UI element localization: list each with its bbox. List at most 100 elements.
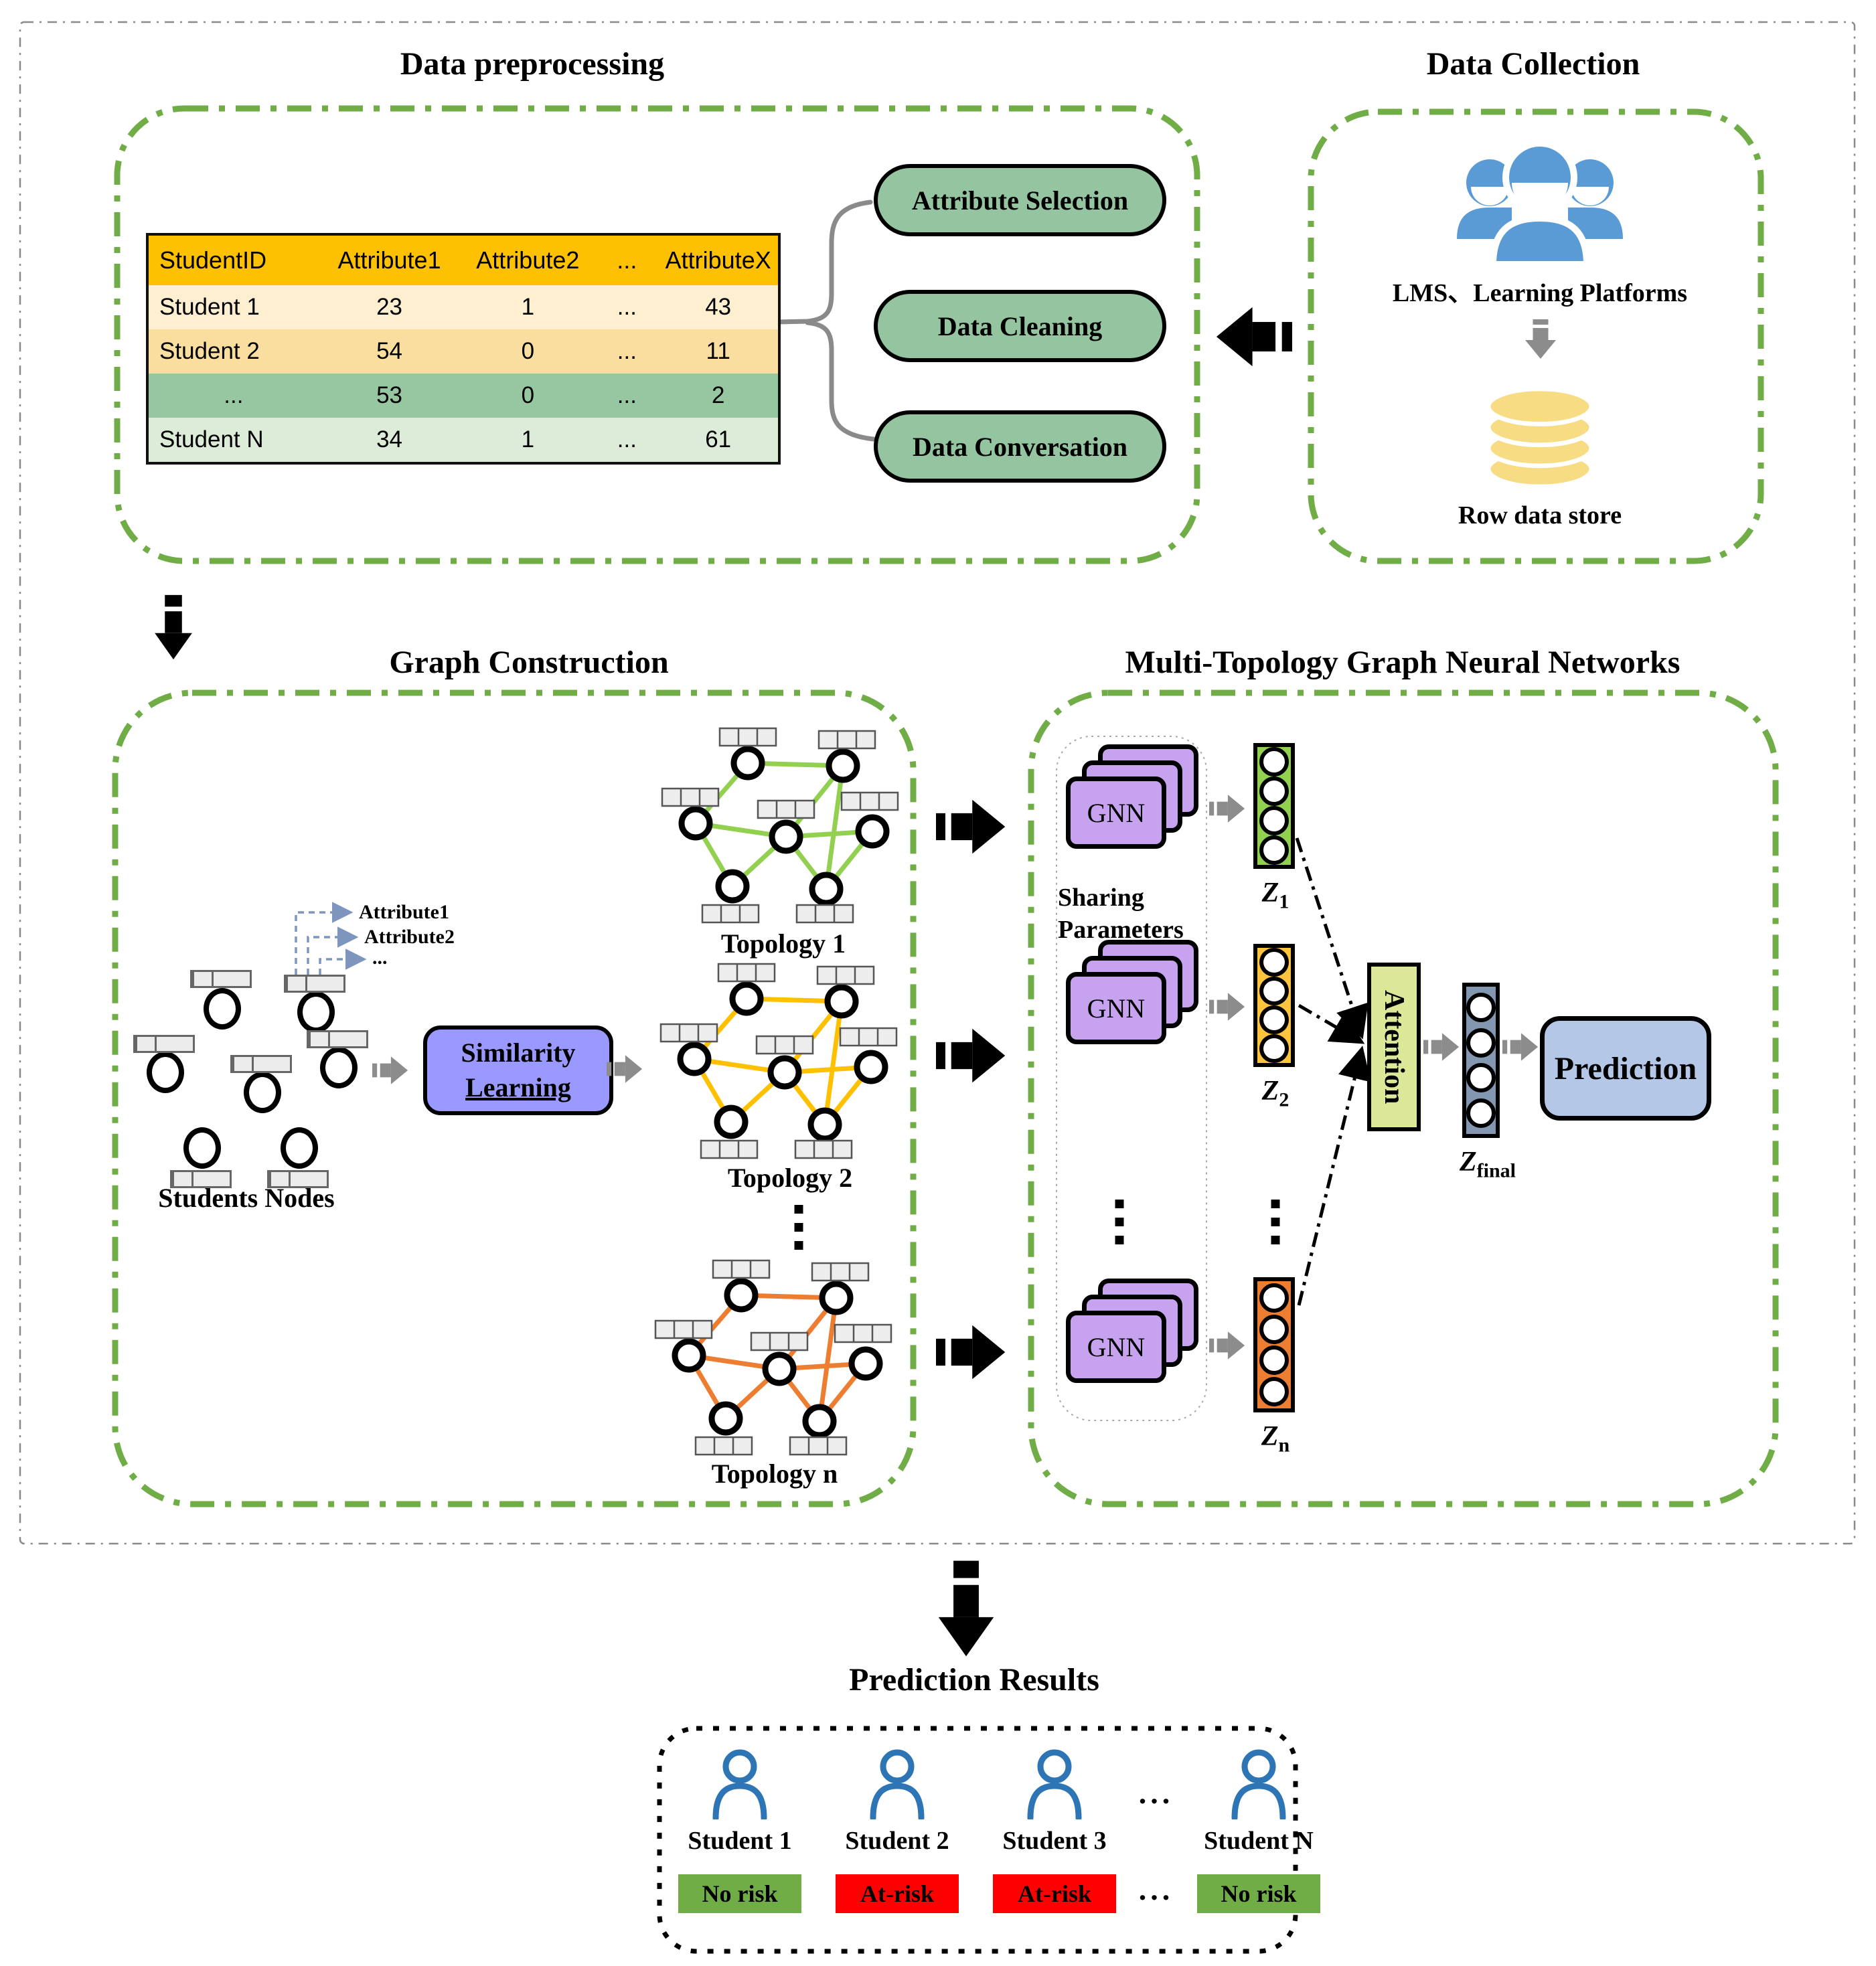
students-dots: ... xyxy=(1138,1776,1174,1810)
z1-label: Z1 xyxy=(1262,877,1289,913)
zfinal-vector xyxy=(1462,983,1500,1138)
result-person-icon xyxy=(1024,1748,1085,1819)
cell: 43 xyxy=(705,294,732,320)
topology-1-graph xyxy=(661,727,899,924)
cell: ... xyxy=(617,382,637,408)
preprocessing-down-arrow-icon xyxy=(154,583,193,671)
similarity-to-topologies-arrow-icon xyxy=(607,1051,643,1087)
attribute2-annotation: Attribute2 xyxy=(364,926,455,948)
zn-vector xyxy=(1253,1277,1295,1412)
gnn-card-front: GNN xyxy=(1066,972,1166,1044)
zfinal-label: Zfinal xyxy=(1460,1146,1516,1182)
student-node xyxy=(147,1052,184,1093)
preprocessing-title: Data preprocessing xyxy=(400,46,665,82)
similarity-line: Similarity xyxy=(461,1038,576,1068)
z-base: Z xyxy=(1459,1147,1477,1177)
data-conversation-pill: Data Conversation xyxy=(874,410,1166,483)
cell: ... xyxy=(617,294,637,320)
prediction-box: Prediction xyxy=(1540,1016,1711,1121)
result-person-icon xyxy=(1228,1748,1289,1819)
attribute-dots-annotation: ... xyxy=(372,947,388,969)
mtgnn-box xyxy=(1028,689,1779,1507)
risk-badge: No risk xyxy=(1197,1874,1320,1913)
cell: 23 xyxy=(376,294,403,320)
cell: ... xyxy=(617,426,637,453)
topologyn-to-gnn-arrow-icon xyxy=(936,1320,1006,1384)
row-data-store-label: Row data store xyxy=(1458,501,1622,529)
cell: Student 2 xyxy=(159,338,260,364)
zn-label: Zn xyxy=(1261,1420,1289,1457)
student-name-label: Student 2 xyxy=(845,1827,949,1855)
cell: ... xyxy=(617,338,637,364)
feature-vector-icon xyxy=(133,1035,195,1053)
feature-vector-icon xyxy=(307,1030,368,1048)
table-row: ... 53 0 ... 2 xyxy=(149,374,778,418)
people-group-icon xyxy=(1453,136,1627,264)
student-node xyxy=(183,1127,221,1169)
gnn-stack: GNN xyxy=(1066,940,1198,1044)
col-header: Attribute2 xyxy=(476,246,580,274)
col-header: StudentID xyxy=(159,246,267,274)
cell: 54 xyxy=(376,338,403,364)
gnn-to-z2-arrow-icon xyxy=(1209,989,1245,1025)
collection-down-arrow-icon xyxy=(1524,310,1557,369)
mtgnn-title: Multi-Topology Graph Neural Networks xyxy=(1125,645,1680,680)
student-name-label: Student 1 xyxy=(688,1827,792,1855)
collection-to-preprocessing-arrow-icon xyxy=(1215,302,1292,372)
graph-construction-box xyxy=(112,689,917,1507)
cell: 0 xyxy=(521,382,535,408)
cell: 1 xyxy=(521,426,535,453)
prediction-results-box xyxy=(657,1726,1298,1954)
topology-nodes xyxy=(672,1278,883,1439)
topology-dots-icon xyxy=(794,1205,803,1250)
z-base: Z xyxy=(1261,878,1279,908)
feature-vector-icon xyxy=(267,1170,329,1188)
gnn-card-front: GNN xyxy=(1066,1311,1166,1383)
student-attribute-table: StudentID Attribute1 Attribute2 ... Attr… xyxy=(146,233,781,465)
gnn-stack: GNN xyxy=(1066,744,1198,849)
lms-platforms-label: LMS、Learning Platforms xyxy=(1392,279,1688,307)
collection-title: Data Collection xyxy=(1426,46,1640,82)
topology-feature-boxes xyxy=(661,727,899,924)
gnn-label: GNN xyxy=(1087,1331,1146,1362)
cell: ... xyxy=(224,382,244,408)
cell: 11 xyxy=(706,338,730,364)
z-sub: 2 xyxy=(1279,1088,1289,1111)
z2-label: Z2 xyxy=(1262,1075,1289,1111)
attribute-selection-pill: Attribute Selection xyxy=(874,164,1166,236)
attention-box: Attention xyxy=(1367,963,1421,1131)
database-icon xyxy=(1481,387,1599,489)
learning-line: Learning xyxy=(465,1072,571,1102)
table-row: Student N 34 1 ... 61 xyxy=(149,418,778,462)
to-results-down-arrow-icon xyxy=(937,1558,995,1659)
topology-feature-boxes xyxy=(659,963,898,1159)
topology-2-label: Topology 2 xyxy=(727,1163,853,1193)
topology-2-graph xyxy=(659,963,898,1159)
gnn-label: GNN xyxy=(1087,993,1146,1023)
attribute1-annotation: Attribute1 xyxy=(359,901,449,923)
feature-vector-icon xyxy=(284,975,345,993)
student-node xyxy=(281,1127,318,1169)
student-name-label: Student 3 xyxy=(1002,1827,1107,1855)
gnn-stack: GNN xyxy=(1066,1279,1198,1383)
risk-badge: At-risk xyxy=(993,1874,1116,1913)
table-header-row: StudentID Attribute1 Attribute2 ... Attr… xyxy=(149,236,778,285)
col-header: ... xyxy=(617,246,637,274)
feature-vector-icon xyxy=(230,1055,292,1073)
student-node xyxy=(297,991,335,1033)
topology1-to-gnn-arrow-icon xyxy=(936,795,1006,859)
outer-frame xyxy=(19,21,1856,1545)
preprocessing-box xyxy=(114,105,1200,564)
students-nodes-label: Students Nodes xyxy=(158,1183,335,1213)
sharing-parameters-label: Sharing Parameters xyxy=(1058,884,1184,944)
collection-box xyxy=(1308,108,1764,564)
topology-nodes xyxy=(678,746,890,906)
cell: 0 xyxy=(521,338,535,364)
sharing-parameters-container xyxy=(1056,736,1207,1421)
badges-dots: ... xyxy=(1138,1872,1174,1906)
col-header: Attribute1 xyxy=(337,246,441,274)
zfinal-to-prediction-arrow-icon xyxy=(1502,1029,1539,1065)
topology-1-label: Topology 1 xyxy=(720,928,846,959)
